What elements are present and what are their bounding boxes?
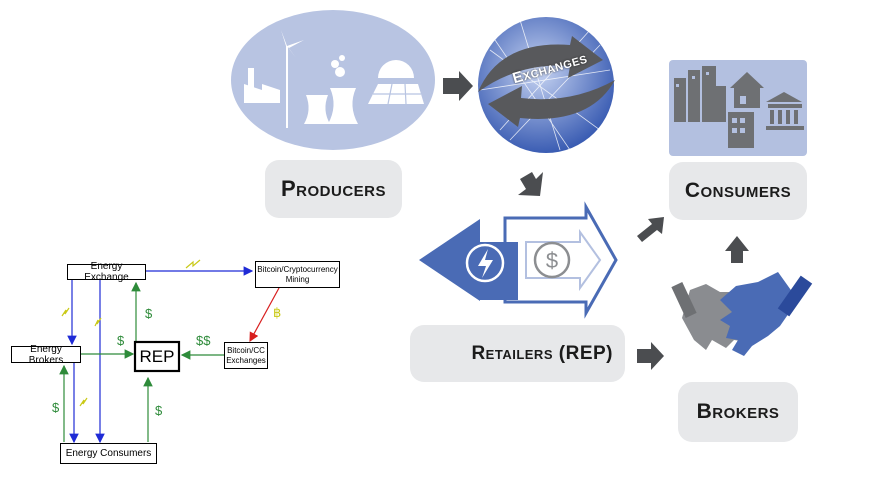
consumers-illustration (669, 60, 807, 156)
flow-arrow (637, 342, 664, 370)
flow-arrow (443, 71, 473, 101)
retailers-arrows: $ (419, 201, 618, 319)
dollar-label: $ (155, 403, 163, 418)
energy-consumers-text: Energy Consumers (65, 448, 152, 459)
producers-text: Producers (280, 176, 386, 201)
bitcoin-mining-node: Bitcoin/Cryptocurrency Mining (255, 261, 340, 288)
brokers-text: Brokers (696, 400, 780, 423)
energy-exchange-node: Energy Exchange (67, 261, 146, 283)
bitcoin-mining-text: Bitcoin/Cryptocurrency Mining (257, 264, 338, 284)
bitcoin-symbol-label: ฿ (273, 305, 282, 320)
consumers-label: Consumers (669, 162, 807, 220)
energy-brokers-text: Energy Brokers (28, 343, 64, 366)
bitcoin-cc-exchanges-text: Bitcoin/CC Exchanges (226, 345, 266, 365)
rep-text: REP (139, 346, 175, 366)
energy-exchange-text: Energy Exchange (84, 261, 129, 283)
flow-arrow (518, 172, 543, 196)
energy-consumers-node: Energy Consumers (60, 443, 157, 464)
flow-arrow (725, 236, 749, 263)
exchanges-globe (478, 17, 615, 153)
bitcoin-cc-exchanges-node: Bitcoin/CC Exchanges (224, 342, 268, 369)
producers-label: Producers (265, 160, 402, 218)
brokers-label: Brokers (678, 382, 798, 442)
dollar-label: $ (145, 306, 153, 321)
retailers-text: Retailers (REP) (471, 342, 613, 364)
dollar-label: $ (52, 400, 60, 415)
consumers-text: Consumers (684, 179, 792, 202)
double-dollar-label: $$ (196, 333, 211, 348)
rep-node: REP (136, 343, 178, 370)
flow-arrow (637, 217, 664, 242)
svg-text:$: $ (546, 248, 558, 273)
handshake-illustration (671, 272, 813, 356)
retailers-label: Retailers (REP) (410, 325, 625, 382)
dollar-label: $ (117, 333, 125, 348)
energy-brokers-node: Energy Brokers (11, 343, 81, 366)
producers-illustration (231, 10, 435, 150)
